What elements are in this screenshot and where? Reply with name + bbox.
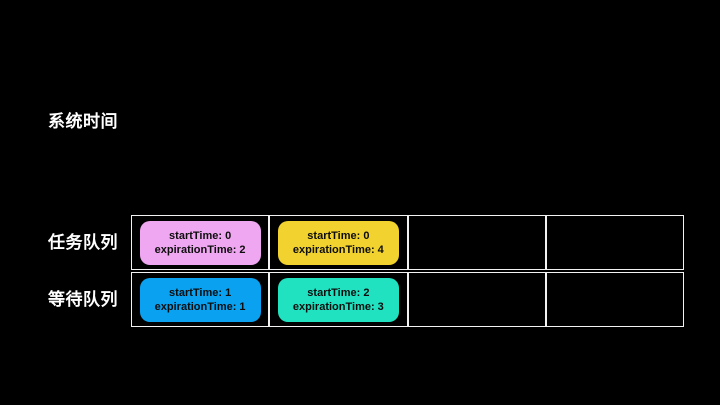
table-cell-task-3-empty bbox=[407, 215, 546, 270]
card-start-time: startTime: 0 bbox=[307, 229, 370, 242]
table-cell-wait-2: startTime: 2 expirationTime: 3 bbox=[269, 272, 408, 327]
card-expiration-time: expirationTime: 2 bbox=[154, 243, 246, 256]
table-cell-task-4-empty bbox=[545, 215, 684, 270]
task-card-yellow: startTime: 0 expirationTime: 4 bbox=[277, 220, 399, 265]
card-start-time: startTime: 2 bbox=[307, 286, 370, 299]
table-cell-wait-4-empty bbox=[545, 272, 684, 327]
table-cell-task-1: startTime: 0 expirationTime: 2 bbox=[131, 215, 270, 270]
card-expiration-time: expirationTime: 4 bbox=[292, 243, 384, 256]
system-time-label: 系统时间 bbox=[48, 112, 118, 131]
card-expiration-time: expirationTime: 1 bbox=[154, 300, 246, 313]
table-cell-wait-3-empty bbox=[407, 272, 546, 327]
table-cell-wait-1: startTime: 1 expirationTime: 1 bbox=[131, 272, 270, 327]
card-expiration-time: expirationTime: 3 bbox=[292, 300, 384, 313]
table-cell-task-2: startTime: 0 expirationTime: 4 bbox=[269, 215, 408, 270]
wait-card-teal: startTime: 2 expirationTime: 3 bbox=[277, 277, 399, 322]
card-start-time: startTime: 1 bbox=[169, 286, 232, 299]
waiting-queue-row-label: 等待队列 bbox=[48, 290, 118, 309]
task-queue-row-label: 任务队列 bbox=[48, 233, 118, 252]
queue-table: startTime: 0 expirationTime: 2 startTime… bbox=[131, 215, 684, 327]
card-start-time: startTime: 0 bbox=[169, 229, 232, 242]
task-card-pink: startTime: 0 expirationTime: 2 bbox=[139, 220, 261, 265]
wait-card-blue: startTime: 1 expirationTime: 1 bbox=[139, 277, 261, 322]
